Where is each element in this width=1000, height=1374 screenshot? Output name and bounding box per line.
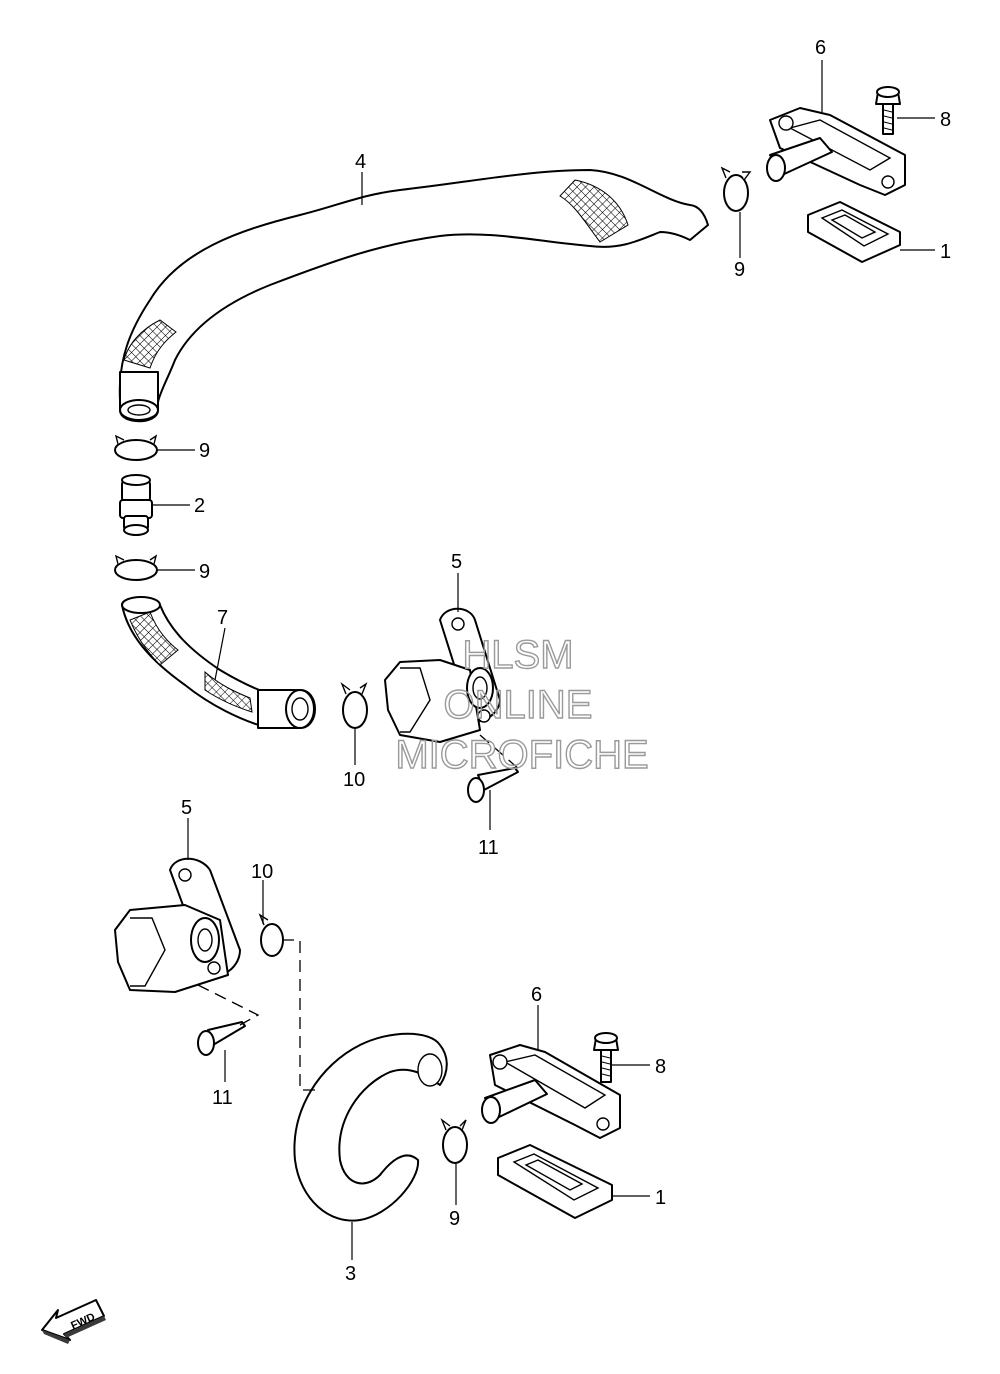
screw-part-11-middle — [467, 767, 519, 803]
watermark-line-3: MICROFICHE — [395, 733, 648, 777]
gasket-part-1-upper — [807, 201, 901, 263]
hose-part-3 — [293, 1032, 448, 1222]
clamp-part-9-lower — [440, 1117, 468, 1164]
callout-9-upper-right: 9 — [734, 259, 745, 281]
valve-part-5-middle — [384, 607, 501, 743]
callout-8-lower: 8 — [655, 1056, 666, 1078]
callout-3: 3 — [345, 1263, 356, 1285]
callout-8-upper: 8 — [940, 109, 951, 131]
hose-part-7 — [121, 596, 316, 729]
connector-part-2 — [119, 474, 153, 536]
bolt-part-8-upper — [875, 86, 901, 135]
callout-10-middle: 10 — [343, 769, 365, 791]
callout-2: 2 — [194, 495, 205, 517]
callout-6-lower: 6 — [531, 984, 542, 1006]
callout-6-upper: 6 — [815, 37, 826, 59]
watermark-line-1: HLSM — [462, 633, 573, 677]
callout-11-middle: 11 — [478, 837, 499, 859]
bolt-part-8-lower — [593, 1032, 619, 1083]
callout-11-lower: 11 — [212, 1087, 233, 1109]
callout-10-lower: 10 — [251, 861, 273, 883]
clamp-part-9-upper-right — [720, 166, 752, 212]
callout-4: 4 — [355, 151, 366, 173]
callout-1-lower: 1 — [655, 1187, 666, 1209]
callout-5-middle: 5 — [451, 551, 462, 573]
valve-part-5-lower — [114, 857, 241, 993]
callout-9-b: 9 — [199, 561, 210, 583]
cover-part-6-upper — [766, 107, 906, 196]
leader-lines — [152, 60, 935, 1260]
clamp-part-9-a — [114, 434, 158, 461]
screw-part-11-lower — [197, 1021, 246, 1056]
callout-9-lower: 9 — [449, 1208, 460, 1230]
callout-7: 7 — [217, 607, 228, 629]
fwd-arrow-icon: FWD — [41, 1299, 106, 1344]
cover-part-6-lower — [481, 1044, 621, 1139]
clamp-part-10-middle — [340, 681, 368, 729]
callout-5-lower: 5 — [181, 797, 192, 819]
clamp-part-9-b — [114, 554, 158, 581]
hose-part-4 — [118, 169, 709, 423]
callout-9-a: 9 — [199, 440, 210, 462]
alignment-dashes — [197, 734, 521, 1091]
gasket-part-1-lower — [497, 1144, 613, 1219]
watermark: HLSM ONLINE MICROFICHE — [395, 632, 650, 777]
callout-1-upper: 1 — [940, 241, 951, 263]
watermark-line-2: ONLINE — [444, 683, 593, 727]
